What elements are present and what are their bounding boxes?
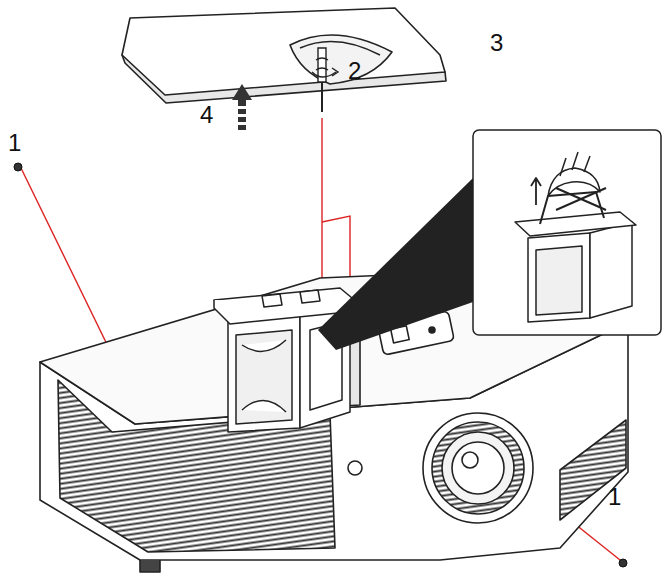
lamp-module bbox=[214, 288, 358, 432]
detail-inset bbox=[473, 130, 661, 335]
screwdriver bbox=[312, 48, 338, 112]
lift-arrow bbox=[232, 84, 252, 130]
callout-number: 3 bbox=[490, 30, 503, 56]
lamp-cover bbox=[122, 8, 446, 103]
callout-number: 1 bbox=[8, 130, 21, 156]
callout-number: 4 bbox=[200, 102, 213, 128]
zoom-wedge bbox=[318, 178, 473, 350]
callout-number: 1 bbox=[608, 484, 621, 510]
callout-number: 2 bbox=[348, 58, 361, 84]
